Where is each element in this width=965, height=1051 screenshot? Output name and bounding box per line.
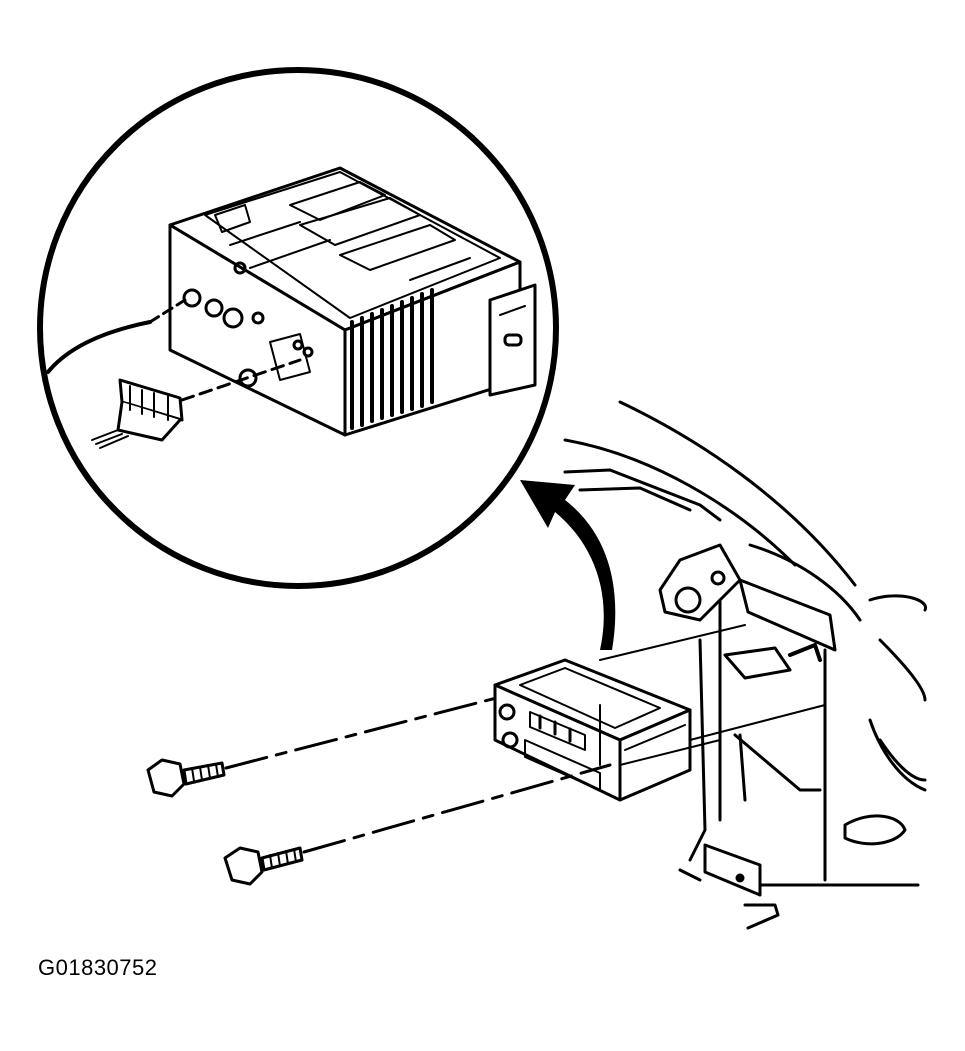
radio-rear-detail — [168, 166, 537, 437]
installation-guide-lines — [599, 624, 826, 766]
magnify-arrow-icon — [520, 480, 616, 650]
mounting-bolt-lower — [223, 763, 612, 886]
figure-code: G01830752 — [38, 955, 158, 980]
antenna-cable — [46, 298, 187, 374]
wiring-harness-connector — [91, 358, 302, 449]
mounting-bolt-upper — [146, 695, 502, 798]
instrument-panel-opening — [563, 400, 927, 930]
radio-assembly — [493, 658, 692, 802]
detail-magnifier — [37, 67, 559, 589]
